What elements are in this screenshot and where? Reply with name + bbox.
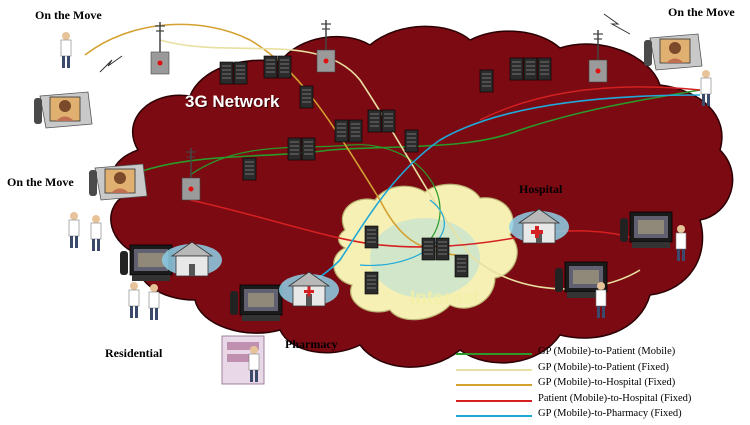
legend-item: GP (Mobile)-to-Patient (Fixed): [456, 362, 746, 378]
pharmacy-building-icon: [278, 271, 340, 307]
videophone-icon: [88, 163, 148, 201]
legend-line-red: [456, 399, 532, 402]
server-icon: [435, 237, 450, 261]
legend-label: GP (Mobile)-to-Patient (Fixed): [538, 361, 669, 373]
server-icon: [404, 129, 419, 153]
server-icon: [509, 57, 524, 81]
server-icon: [381, 109, 396, 133]
server-icon: [233, 61, 248, 85]
legend-line-blue: [456, 415, 532, 417]
server-icon: [277, 55, 292, 79]
label-pharmacy: Pharmacy: [285, 337, 338, 351]
legend-item: Patient (Mobile)-to-Hospital (Fixed): [456, 393, 746, 409]
patient-person-icon: [68, 211, 80, 249]
legend-label: GP (Mobile)-to-Patient (Mobile): [538, 346, 676, 357]
server-icon: [299, 85, 314, 109]
server-icon: [454, 254, 469, 278]
legend-item: GP (Mobile)-to-Pharmacy (Fixed): [456, 408, 746, 424]
server-icon: [421, 237, 436, 261]
patient-person-icon: [90, 214, 102, 252]
wireless-signal-icon: [603, 13, 631, 35]
link-green: [109, 89, 701, 186]
doctor-person-icon: [700, 69, 712, 107]
legend-label: GP (Mobile)-to-Pharmacy (Fixed): [538, 408, 682, 419]
legend: GP (Mobile)-to-Patient (Mobile) GP (Mobi…: [456, 346, 746, 424]
server-icon: [364, 271, 379, 295]
server-icon: [334, 119, 349, 143]
server-icon: [287, 137, 302, 161]
legend-item: GP (Mobile)-to-Patient (Mobile): [456, 346, 746, 362]
server-icon: [219, 61, 234, 85]
legend-label: GP (Mobile)-to-Hospital (Fixed): [538, 377, 676, 388]
server-icon: [537, 57, 552, 81]
hospital-building-icon: [508, 208, 570, 244]
label-residential: Residential: [105, 346, 163, 360]
server-icon: [348, 119, 363, 143]
server-icon: [263, 55, 278, 79]
legend-line-orange: [456, 384, 532, 386]
server-icon: [364, 225, 379, 249]
internet-title: Internet: [410, 288, 480, 309]
legend-item: GP (Mobile)-to-Hospital (Fixed): [456, 377, 746, 393]
label-on-the-move-left: On the Move: [7, 175, 74, 189]
label-hospital: Hospital: [519, 182, 563, 196]
link-blue: [299, 94, 701, 291]
videophone-icon: [33, 91, 93, 129]
server-icon: [242, 157, 257, 181]
link-yellow: [159, 39, 641, 290]
videophone-icon: [643, 33, 703, 71]
pharmacist-icon: [221, 335, 265, 385]
doctor-person-icon: [60, 31, 72, 69]
server-icon: [367, 109, 382, 133]
patient-person-icon: [128, 281, 140, 319]
patient-person-icon: [148, 283, 160, 321]
server-icon: [479, 69, 494, 93]
cell-tower-icon: [150, 21, 170, 75]
label-on-the-move-top-left: On the Move: [35, 8, 102, 22]
legend-line-yellow: [456, 368, 532, 371]
wireless-signal-icon: [99, 55, 123, 73]
server-icon: [301, 137, 316, 161]
server-icon: [523, 57, 538, 81]
3g-network-title: 3G Network: [185, 92, 280, 111]
link-green-2: [189, 144, 441, 241]
legend-line-green: [456, 353, 532, 355]
label-on-the-move-top-right: On the Move: [668, 5, 735, 19]
legend-label: Patient (Mobile)-to-Hospital (Fixed): [538, 392, 692, 404]
link-red-2: [479, 86, 701, 121]
